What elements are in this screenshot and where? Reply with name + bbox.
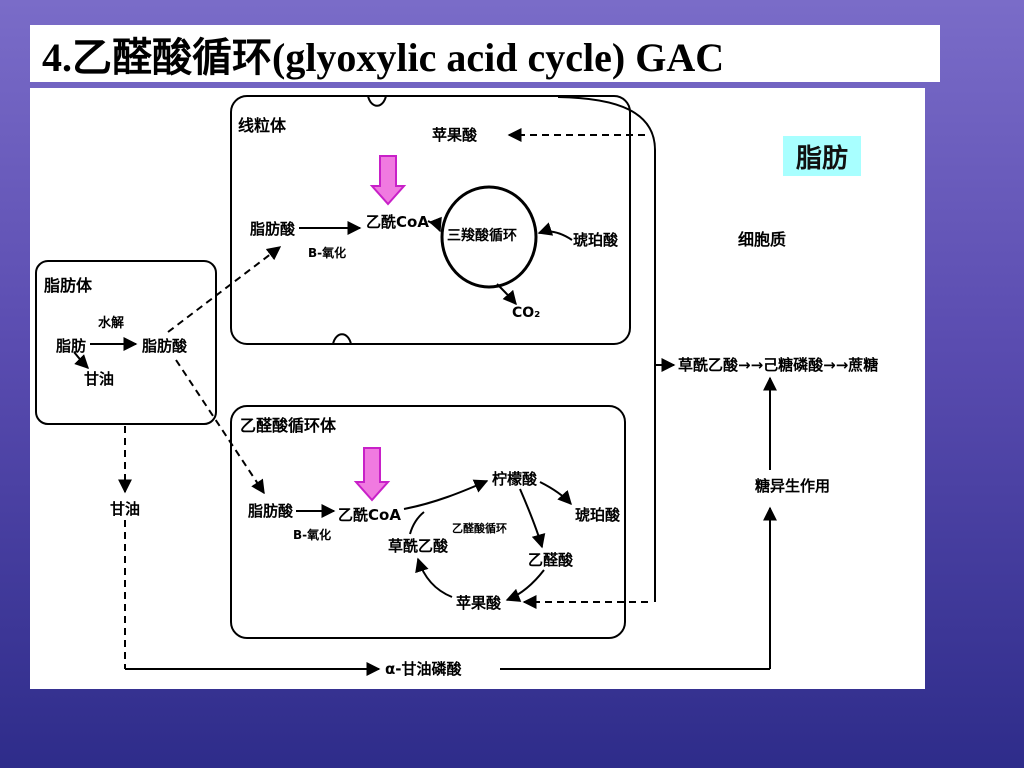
glycerol-inner-label: 甘油 [84, 370, 115, 388]
malate-gly-label: 苹果酸 [456, 594, 502, 612]
mitochondrion-membrane-notch-bottom [332, 333, 352, 345]
arrow-succinate-to-tca [537, 222, 573, 241]
mitochondrion-label: 线粒体 [238, 116, 287, 135]
fatty-acid-mito-label: 脂肪酸 [250, 220, 296, 238]
connector-top-curve [557, 96, 656, 151]
slide-title-bar: 4.乙醛酸循环(glyoxylic acid cycle) GAC [30, 25, 940, 82]
succinate-mito-label: 琥珀酸 [573, 231, 619, 249]
malate-mito-label: 苹果酸 [432, 126, 478, 144]
citrate-label: 柠檬酸 [492, 470, 538, 488]
beta-oxidation-gly-label: B-氧化 [293, 528, 332, 542]
mitochondrion-outline [230, 95, 631, 345]
glyoxylate-label: 乙醛酸 [528, 551, 574, 569]
fat-badge: 脂肪 [783, 136, 861, 176]
line-oxaloacetate-to-junction [409, 511, 425, 535]
tca-cycle-label: 三羧酸循环 [447, 228, 517, 244]
glycerol-cytosol-label: 甘油 [110, 500, 141, 518]
beta-oxidation-mito-label: B-氧化 [308, 246, 347, 260]
arrow-malate-to-oxaloacetate [415, 557, 453, 598]
tca-cycle-circle [440, 185, 538, 289]
hydrolysis-label: 水解 [98, 316, 125, 331]
arrow-dashed-fattyacid-to-mito [167, 246, 282, 333]
fatty-acid-body-label: 脂肪酸 [142, 337, 188, 355]
oxaloacetate-gly-label: 草酰乙酸 [388, 537, 449, 555]
glyoxysome-outline [230, 405, 626, 639]
acetyl-coa-mito-label: 乙酰CoA [366, 213, 429, 231]
pink-arrow-glyoxysome [353, 447, 391, 502]
fat-body-label: 脂肪体 [44, 276, 93, 295]
fatty-acid-gly-label: 脂肪酸 [248, 502, 294, 520]
export-chain-label: 草酰乙酸→→己糖磷酸→→蔗糖 [678, 356, 879, 374]
acetyl-coa-gly-label: 乙酰CoA [338, 506, 401, 524]
arrow-citrate-to-succinate [539, 481, 572, 506]
glyoxylate-cycle-small-label: 乙醛酸循环 [452, 522, 507, 535]
glyoxysome-label: 乙醛酸循环体 [240, 416, 337, 435]
alpha-glycerophosphate-label: α-甘油磷酸 [385, 660, 462, 678]
arrow-glyoxylate-to-malate [505, 569, 545, 602]
arrow-tca-to-co2 [496, 283, 517, 306]
arrow-acetylcoa-to-tca [427, 216, 442, 233]
cytoplasm-label: 细胞质 [738, 230, 787, 249]
page-title: 4.乙醛酸循环(glyoxylic acid cycle) GAC [42, 34, 725, 80]
arrow-acetylcoa-to-citrate [403, 479, 489, 510]
arrow-citrate-to-glyoxylate [519, 488, 546, 549]
succinate-gly-label: 琥珀酸 [575, 506, 621, 524]
fat-body-outline [35, 260, 217, 425]
arrow-dashed-fattyacid-to-glyoxysome [175, 359, 265, 495]
mitochondrion-membrane-notch-top [367, 95, 387, 107]
co2-label: CO₂ [512, 305, 541, 321]
fat-label: 脂肪 [56, 337, 87, 355]
pink-arrow-mito [369, 155, 407, 206]
arrow-fat-to-glycerol [73, 351, 89, 369]
gluconeogenesis-label: 糖异生作用 [755, 477, 831, 495]
